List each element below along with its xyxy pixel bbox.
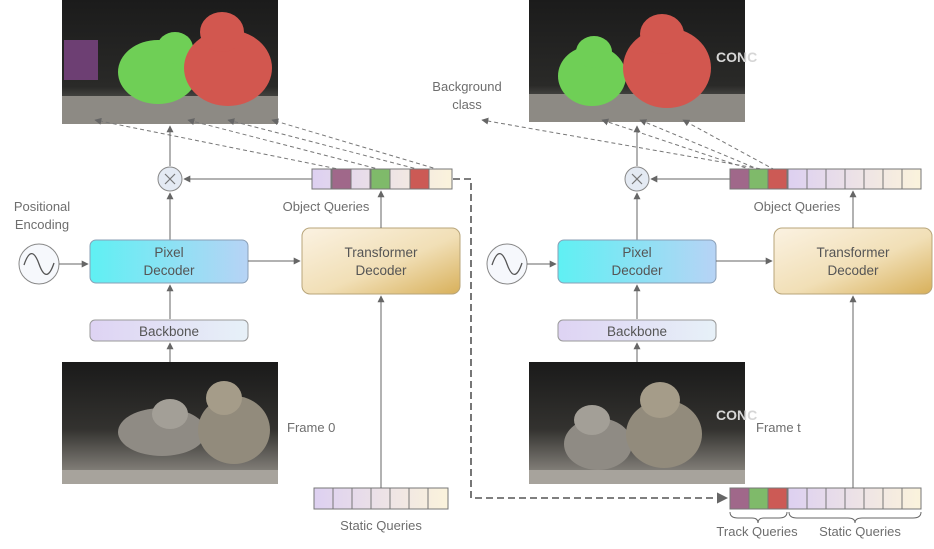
- input-frame-image-0: [62, 362, 278, 484]
- input-frame-image-t: CONC: [529, 362, 757, 484]
- positional-encoding-label: Positional: [14, 199, 70, 214]
- static-queries-label-left: Static Queries: [340, 518, 422, 533]
- background-class-label: Background: [432, 79, 501, 94]
- multiply-node-t: [624, 166, 650, 192]
- multiply-node: [157, 166, 183, 192]
- pixel-decoder-label-left-2: Decoder: [143, 263, 195, 278]
- sine-wave-icon: [18, 243, 60, 285]
- transformer-decoder-left: Transformer Decoder: [301, 227, 461, 295]
- pixel-decoder-label-left: Pixel: [154, 245, 183, 260]
- backbone-left: Backbone: [89, 319, 249, 342]
- car-text-bottom: CONC: [716, 407, 757, 423]
- backbone-label-left: Backbone: [139, 324, 199, 339]
- right-mask-prediction-arrows: [481, 117, 776, 171]
- green-cat-mask-t: [558, 46, 626, 106]
- transformer-decoder-right: Transformer Decoder: [773, 227, 933, 295]
- left-mask-prediction-arrows: [94, 117, 441, 171]
- object-queries-right: [729, 168, 922, 190]
- pixel-decoder-right: Pixel Decoder: [557, 239, 717, 284]
- pixel-decoder-left: Pixel Decoder: [89, 239, 249, 284]
- left-panel: Object Queries Positional Encoding Pixel…: [14, 0, 461, 533]
- transformer-decoder-label-left-2: Decoder: [355, 263, 407, 278]
- frame-t-label: Frame t: [756, 420, 801, 435]
- object-queries-label-left: Object Queries: [283, 199, 370, 214]
- background-class-label-2: class: [452, 97, 482, 112]
- static-queries-left: [313, 487, 449, 510]
- right-panel: CONC Background class Object Queries: [432, 0, 933, 539]
- query-braces: [729, 511, 922, 524]
- red-cat-mask-t: [623, 28, 711, 108]
- pixel-decoder-label-right: Pixel: [622, 245, 651, 260]
- transformer-decoder-label-right-2: Decoder: [827, 263, 879, 278]
- positional-encoding-label-2: Encoding: [15, 217, 69, 232]
- transformer-decoder-label-right: Transformer: [816, 245, 890, 260]
- input-queries-right: [729, 487, 922, 510]
- track-query-propagation-arrow: [453, 178, 729, 504]
- segmentation-output-image-frame0: [62, 0, 278, 124]
- frame-0-label: Frame 0: [287, 420, 335, 435]
- transformer-decoder-label-left: Transformer: [344, 245, 418, 260]
- segmentation-output-image-framet: CONC: [529, 0, 757, 122]
- car-text-top: CONC: [716, 49, 757, 65]
- object-queries-label-right: Object Queries: [754, 199, 841, 214]
- red-cat-mask: [184, 30, 272, 106]
- backbone-label-right: Backbone: [607, 324, 667, 339]
- sine-wave-icon-t: [486, 243, 528, 285]
- object-queries-left: [311, 168, 453, 190]
- static-queries-label-right: Static Queries: [819, 524, 901, 539]
- track-queries-label: Track Queries: [716, 524, 798, 539]
- pixel-decoder-label-right-2: Decoder: [611, 263, 663, 278]
- backbone-right: Backbone: [557, 319, 717, 342]
